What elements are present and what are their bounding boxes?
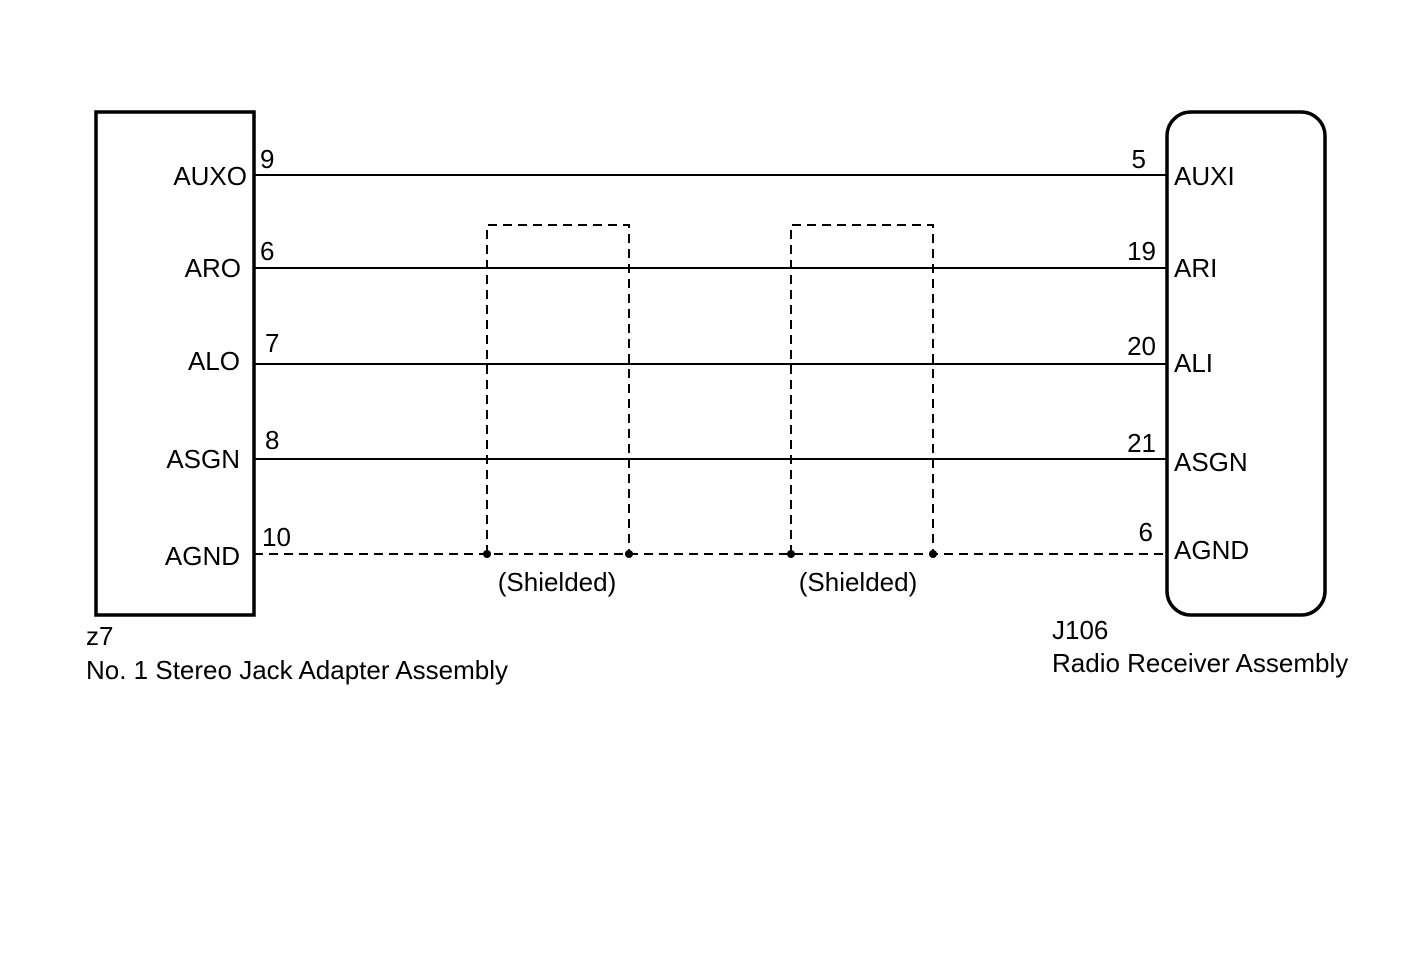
left-signal-label: ASGN: [166, 444, 240, 474]
shield-outline: [790, 224, 934, 554]
shield-label: (Shielded): [799, 567, 918, 597]
left-signal-label: AGND: [165, 541, 240, 571]
shield-1: (Shielded): [483, 224, 633, 597]
left-pin-number: 9: [260, 144, 274, 174]
right-signal-label: ALI: [1174, 348, 1213, 378]
right-pin-number: 5: [1132, 144, 1146, 174]
left-connector-name: No. 1 Stereo Jack Adapter Assembly: [86, 655, 508, 685]
shield-outline: [486, 224, 630, 554]
right-pin-number: 6: [1139, 517, 1153, 547]
left-pin-number: 6: [260, 236, 274, 266]
left-connector-code: z7: [86, 621, 113, 651]
wire-asgn-asgn: ASGN 8 21 ASGN: [166, 425, 1247, 477]
shield-junction-dot: [483, 550, 491, 558]
shield-junction-dot: [787, 550, 795, 558]
shield-junction-dot: [929, 550, 937, 558]
left-signal-label: AUXO: [173, 161, 247, 191]
shield-label: (Shielded): [498, 567, 617, 597]
left-pin-number: 8: [265, 425, 279, 455]
left-pin-number: 7: [265, 328, 279, 358]
right-pin-number: 20: [1127, 331, 1156, 361]
shield-2: (Shielded): [787, 224, 937, 597]
left-pin-number: 10: [262, 522, 291, 552]
right-signal-label: ASGN: [1174, 447, 1248, 477]
left-signal-label: ARO: [185, 253, 241, 283]
right-signal-label: AGND: [1174, 535, 1249, 565]
wire-alo-ali: ALO 7 20 ALI: [188, 328, 1213, 378]
right-connector-name: Radio Receiver Assembly: [1052, 648, 1348, 678]
left-signal-label: ALO: [188, 346, 240, 376]
wire-agnd-agnd: AGND 10 6 AGND: [165, 517, 1249, 571]
shield-junction-dot: [625, 550, 633, 558]
right-signal-label: ARI: [1174, 253, 1217, 283]
right-signal-label: AUXI: [1174, 161, 1235, 191]
right-pin-number: 21: [1127, 428, 1156, 458]
right-connector-code: J106: [1052, 615, 1108, 645]
wire-auxo-auxi: AUXO 9 5 AUXI: [173, 144, 1234, 191]
right-pin-number: 19: [1127, 236, 1156, 266]
wire-aro-ari: ARO 6 19 ARI: [185, 236, 1218, 283]
